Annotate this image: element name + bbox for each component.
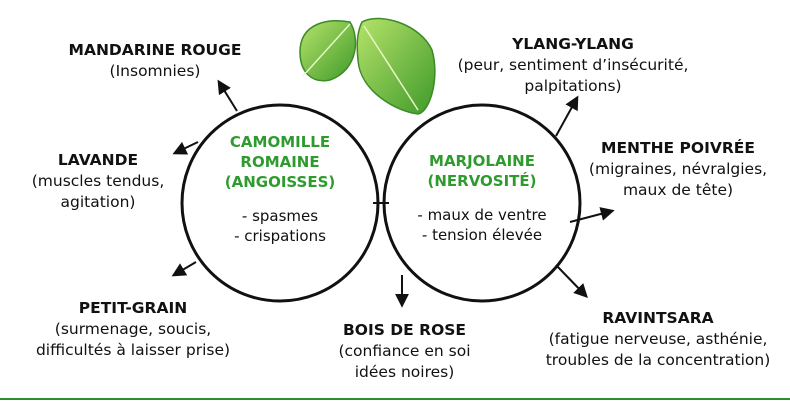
arrow-petitgrain [171,261,197,277]
camomille-title-line-2: ROMAINE [240,153,320,171]
label-ylang-desc-2: palpitations) [524,77,622,95]
arrow-lavande [172,141,199,155]
label-lavande-title: LAVANDE [57,151,139,169]
arrow-ylang [555,95,579,137]
label-ylang-title: YLANG-YLANG [512,35,634,53]
label-ravintsara-desc-2: troubles de la concentration) [545,351,771,369]
label-ravintsara: RAVINTSARA (fatigue nerveuse, asthénie, … [528,308,788,371]
label-mandarine-desc-1: (Insomnies) [109,62,201,80]
leaf-icon [356,17,436,115]
label-menthe-title: MENTHE POIVRÉE [601,139,755,157]
marjolaine-title-line-1: MARJOLAINE [429,152,535,170]
label-ylang: YLANG-YLANG (peur, sentiment d’insécurit… [438,34,708,97]
label-lavande-desc-2: agitation) [60,193,136,211]
label-boisderose-desc-1: (confiance en soi [338,342,471,360]
label-boisderose: BOIS DE ROSE (confiance en soi idées noi… [322,320,487,383]
label-ravintsara-title: RAVINTSARA [602,309,714,327]
leaf-icon [299,19,357,82]
marjolaine-point-1: - maux de ventre [417,206,547,224]
camomille-point-2: - crispations [234,227,326,245]
label-ylang-desc-1: (peur, sentiment d’insécurité, [457,56,689,74]
marjolaine-title-line-2: (NERVOSITÉ) [427,172,537,190]
label-menthe-desc-2: maux de tête) [622,181,734,199]
label-petitgrain-desc-2: difficultés à laisser prise) [35,341,231,359]
label-petitgrain-desc-1: (surmenage, soucis, [54,320,212,338]
camomille-title-line-3: (ANGOISSES) [224,173,336,191]
arrow-menthe [569,207,615,223]
camomille-text: CAMOMILLE ROMAINE (ANGOISSES) - spasmes … [205,132,355,246]
label-menthe-desc-1: (migraines, névralgies, [588,160,768,178]
label-lavande-desc-1: (muscles tendus, [31,172,165,190]
label-petitgrain: PETIT-GRAIN (surmenage, soucis, difficul… [8,298,258,361]
label-boisderose-desc-2: idées noires) [354,363,455,381]
label-ravintsara-desc-1: (fatigue nerveuse, asthénie, [548,330,768,348]
label-lavande: LAVANDE (muscles tendus, agitation) [18,150,178,213]
marjolaine-point-2: - tension élevée [421,226,543,244]
label-menthe: MENTHE POIVRÉE (migraines, névralgies, m… [573,138,783,201]
camomille-point-1: - spasmes [241,207,319,225]
label-mandarine: MANDARINE ROUGE (Insomnies) [55,40,255,82]
camomille-title-line-1: CAMOMILLE [229,133,331,151]
label-boisderose-title: BOIS DE ROSE [342,321,467,339]
arrow-ravintsara [555,264,588,299]
label-mandarine-title: MANDARINE ROUGE [68,41,242,59]
arrow-mandarine [217,79,238,112]
label-petitgrain-title: PETIT-GRAIN [78,299,188,317]
marjolaine-text: MARJOLAINE (NERVOSITÉ) - maux de ventre … [402,151,562,245]
